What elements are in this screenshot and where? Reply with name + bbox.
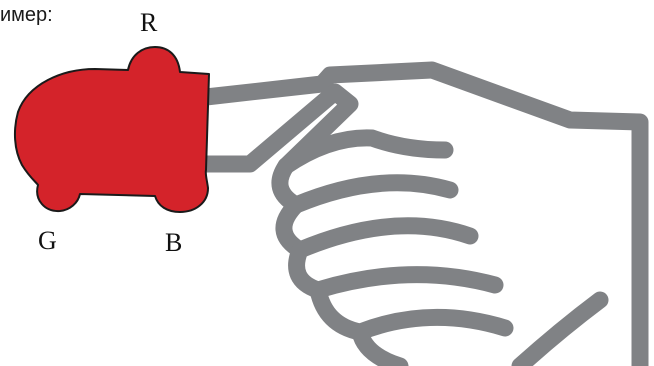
label-b: B <box>165 228 183 257</box>
label-g: G <box>38 226 57 255</box>
caption-text: имер: <box>0 4 53 26</box>
red-fingertip-cap <box>13 46 210 213</box>
hand-outline <box>197 61 649 366</box>
label-r: R <box>140 8 158 37</box>
